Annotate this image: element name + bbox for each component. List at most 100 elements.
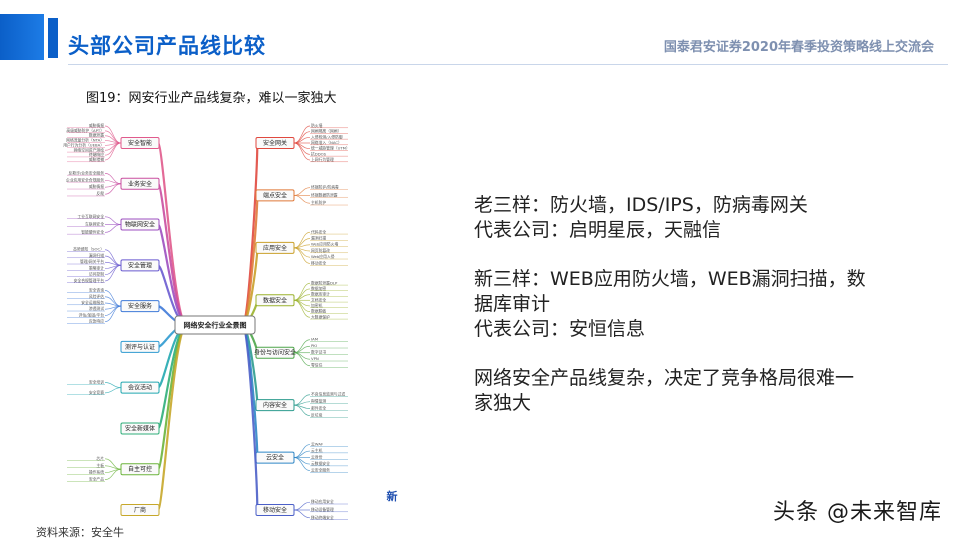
branch-node: 测评与认证 [120, 340, 160, 353]
leaf-connector [293, 352, 311, 367]
leaf-label: PKI [311, 343, 317, 348]
branch-node: 移动安全 [255, 504, 295, 516]
leaf-label: 移动安全 [311, 260, 326, 265]
leaf-label: 主机防护 [311, 200, 326, 205]
branch-label: 移动安全 [263, 506, 287, 514]
branch-node: 数据安全 [255, 294, 295, 307]
branch-node: 会议活动 [120, 381, 160, 394]
branch-label: 身份与访问安全 [254, 349, 296, 357]
leaf-connector [104, 130, 122, 144]
leaf-label: 终端防护/防病毒 [311, 185, 339, 190]
leaf-label: 移动应用安全 [311, 499, 334, 504]
leaf-label: 防火墙 [311, 123, 323, 128]
leaf-connector [293, 244, 311, 249]
branch-node: 安全新媒体 [120, 422, 160, 435]
branch-label: 厂商 [134, 506, 146, 514]
leaf-connector [104, 305, 122, 323]
leaf-label: 云身份 [311, 455, 323, 460]
leaf-connector [104, 290, 122, 307]
leaf-label: 安全合规管理平台 [74, 278, 105, 283]
branch-label: 端点安全 [263, 191, 287, 199]
leaf-label: 网页防篡改 [311, 248, 330, 253]
branch-label: 安全新媒体 [125, 424, 155, 432]
slide-title: 头部公司产品线比较 [68, 34, 266, 58]
leaf-label: 反爬 [96, 191, 104, 196]
leaf-connector [104, 387, 122, 394]
leaf-connector [104, 264, 122, 282]
branch-node: 厂商 [120, 504, 160, 516]
leaf-label: 管理/网关平台 [80, 259, 104, 264]
leaf-label: 网闸隔离（网闸） [311, 129, 341, 134]
branch-node-box [120, 340, 160, 353]
branch-label: 安全智能 [128, 139, 152, 147]
leaf-label: VPN [311, 356, 319, 361]
leaf-label: 安全竞赛 [89, 390, 104, 395]
branch-label: 安全管理 [128, 261, 152, 269]
branch-label: 数据安全 [263, 296, 287, 304]
leaf-connector [104, 183, 122, 195]
leaf-label: 不良信息监测与过滤 [311, 392, 345, 397]
leaf-label: 零信任 [311, 363, 323, 368]
leaf-label: 安全产品 [89, 477, 104, 482]
leaf-connector [293, 404, 311, 416]
branch-node: 安全管理 [120, 259, 160, 272]
leaf-label: 代码安全 [311, 229, 326, 234]
leaf-connector [293, 457, 311, 471]
leaf-label: Web应用入侵 [311, 254, 335, 259]
leaf-connector [293, 195, 311, 204]
leaf-label: 漏洞扫描 [89, 253, 104, 258]
leaf-label: 云主机 [311, 448, 323, 453]
leaf-connector [104, 142, 122, 161]
key-point-line: 新三样：WEB应用防火墙，WEB漏洞扫描，数 [474, 268, 866, 290]
leaf-label: 大数据保护 [311, 314, 330, 319]
leaf-label: 终端数据防泄露 [311, 192, 338, 197]
leaf-label: 网络空间资产测绘 [74, 147, 105, 152]
leaf-label: 应急响应 [89, 319, 104, 324]
branch-label: 应用安全 [263, 244, 287, 252]
branch-label: 安全网关 [263, 139, 287, 147]
branch-label: 内容安全 [263, 401, 287, 409]
leaf-label: 终端响应 [89, 152, 104, 157]
branch-node: 物联网安全 [120, 218, 160, 231]
leaf-connector [104, 468, 122, 480]
branch-label: 物联网安全 [125, 221, 155, 229]
center-node-box [174, 315, 256, 335]
branch-node: 自主可控 [120, 463, 160, 476]
leaf-connector [293, 142, 311, 161]
header-accent-block [0, 14, 44, 60]
leaf-label: Web应用防火墙 [311, 242, 338, 247]
branch-node: 安全服务 [120, 300, 160, 313]
key-point-line: 代表公司：启明星辰，天融信 [474, 219, 722, 241]
branch-node-box [120, 422, 160, 435]
branch-node: 身份与访问安全 [254, 346, 296, 359]
leaf-connector [104, 261, 122, 266]
leaf-label: 漏洞扫描 [311, 235, 326, 240]
leaf-label: 数据防泄露DLP [311, 280, 338, 285]
branch-node: 内容安全 [255, 399, 295, 412]
branch-label: 业务安全 [128, 180, 152, 188]
leaf-label: 态势感知（SOC） [73, 247, 104, 252]
branch-node: 安全网关 [255, 137, 295, 149]
branch-node-box [120, 504, 160, 516]
leaf-connector [104, 302, 122, 307]
leaf-label: 移动终端安全 [311, 515, 334, 520]
leaf-label: 反欺诈/业务安全服务 [69, 170, 105, 175]
leaf-connector [293, 231, 311, 249]
branch-node: 端点安全 [255, 189, 295, 202]
leaf-label: 安全咨询 [89, 288, 104, 293]
leaf-connector [104, 142, 122, 156]
branch-label: 安全服务 [128, 302, 152, 310]
leaf-label: 车联网安全 [85, 222, 104, 227]
leaf-label: 邮件安全 [311, 406, 326, 411]
leaf-label: 数据加密 [311, 286, 326, 291]
branch-node: 业务安全 [120, 177, 160, 190]
header-accent-bar [48, 18, 58, 58]
leaf-label: 高级威胁防护（APT） [66, 128, 104, 133]
leaf-label: 安全培训 [89, 379, 104, 384]
leaf-connector [104, 224, 122, 233]
key-point-line: 老三样：防火墙，IDS/IPS，防病毒网关 [474, 194, 808, 216]
leaf-label: 主板 [96, 463, 104, 468]
leaf-label: 数据库审计 [311, 292, 330, 297]
leaf-label: 抗DDOS [311, 151, 327, 156]
leaf-label: 加密机 [311, 303, 323, 308]
